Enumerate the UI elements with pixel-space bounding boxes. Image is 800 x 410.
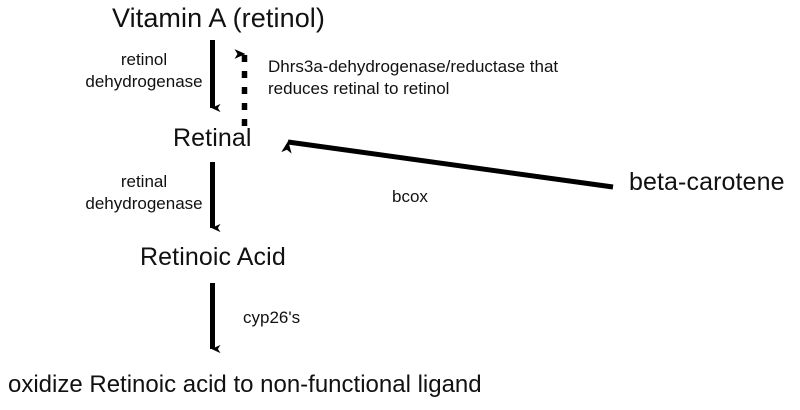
node-beta-carotene: beta-carotene [629, 168, 785, 196]
arrow-beta-carotene-to-retinal [281, 139, 614, 190]
caption-text: oxidize Retinoic acid to non-functional … [8, 371, 482, 398]
edge-label-bcox: bcox [392, 187, 428, 206]
edge-label-retinol-dehydrogenase-line1: retinol [120, 50, 168, 69]
edge-label-retinol-dehydrogenase-line2: dehydrogenase [85, 71, 203, 91]
annotation-dhrs3a-line2: reduces retinal to retinol [268, 79, 450, 99]
node-vitamin-a: Vitamin A (retinol) [112, 3, 325, 33]
edge-label-retinal-dehydrogenase: retinal dehydrogenase [56, 171, 232, 215]
node-retinoic-acid: Retinoic Acid [140, 243, 286, 271]
annotation-dhrs3a-line1: Dhrs3a-dehydrogenase/reductase that [268, 57, 559, 76]
node-retinal: Retinal [173, 124, 252, 152]
edge-label-retinal-dehydrogenase-line1: retinal [120, 172, 168, 191]
edge-label-cyp26: cyp26's [243, 308, 301, 327]
annotation-dhrs3a: Dhrs3a-dehydrogenase/reductase that redu… [268, 56, 558, 100]
edge-label-retinol-dehydrogenase: retinol dehydrogenase [56, 49, 232, 93]
edge-label-retinal-dehydrogenase-line2: dehydrogenase [85, 193, 203, 213]
